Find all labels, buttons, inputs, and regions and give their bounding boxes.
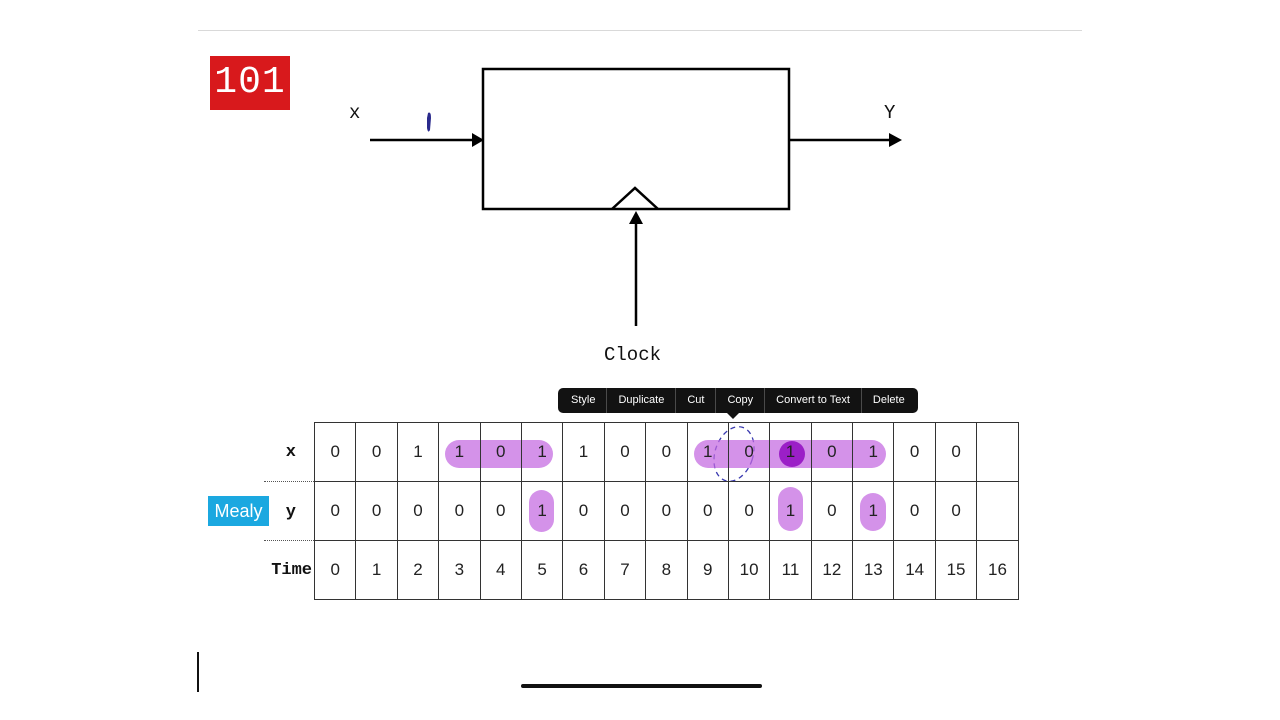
row-divider-dotted-2 [264,540,314,541]
x-cell: 1 [520,422,564,482]
time-cell: 16 [976,540,1019,600]
cut-menu-item[interactable]: Cut [675,388,715,413]
copy-menu-item[interactable]: Copy [715,388,764,413]
text-cursor [197,652,199,692]
y-cell: 0 [934,481,978,541]
input-arrow-head [472,133,484,147]
row-divider-dotted-1 [264,481,314,482]
time-cell: 9 [686,540,729,600]
time-cell: 8 [645,540,688,600]
table-row-y: 0 0 0 0 0 1 0 0 0 0 0 1 0 1 0 0 [313,481,1019,541]
x-cell: 1 [852,422,895,482]
row-label-time: Time [271,561,312,580]
style-menu-item[interactable]: Style [571,394,596,406]
y-cell: 0 [562,481,605,541]
time-cell: 4 [479,540,522,600]
x-cell: 0 [727,422,771,482]
input-x-label: x [349,102,361,124]
y-cell: 0 [645,481,688,541]
y-cell: 0 [686,481,729,541]
home-indicator[interactable] [521,684,762,688]
x-cell: 0 [645,422,688,482]
time-cell: 10 [727,540,771,600]
y-cell: 0 [438,481,481,541]
y-cell: 0 [396,481,440,541]
x-cell: 0 [934,422,978,482]
y-cell: 0 [313,481,357,541]
duplicate-menu-item[interactable]: Duplicate [606,388,675,413]
mealy-tag: Mealy [208,496,269,526]
pen-mark-one [427,112,431,132]
clock-triangle [611,186,659,210]
y-cell: 0 [727,481,771,541]
time-cell: 11 [769,540,812,600]
table-row-x: 0 0 1 1 0 1 1 0 0 1 0 1 0 1 0 0 [313,422,1019,482]
row-label-y: y [285,503,296,522]
x-cell: 0 [355,422,398,482]
y-cell: 0 [355,481,398,541]
clock-label: Clock [604,344,662,366]
row-label-x: x [285,443,296,462]
time-cell: 14 [893,540,936,600]
convert-to-text-menu-item[interactable]: Convert to Text [764,388,861,413]
y-cell: 1 [852,481,895,541]
menu-caret [727,413,739,419]
selection-context-menu: Style Duplicate Cut Copy Convert to Text… [558,388,918,419]
page-top-rule [198,30,1082,31]
time-cell: 0 [313,540,357,600]
time-cell: 15 [934,540,978,600]
y-cell: 0 [810,481,854,541]
x-cell: 0 [893,422,936,482]
y-cell [976,481,1019,541]
table-row-time: 0 1 2 3 4 5 6 7 8 9 10 11 12 13 14 15 16 [313,540,1019,600]
y-cell: 1 [769,481,812,541]
y-cell: 0 [603,481,647,541]
x-cell: 0 [479,422,522,482]
time-cell: 5 [520,540,564,600]
x-cell: 0 [810,422,854,482]
x-cell: 1 [769,422,812,482]
time-cell: 7 [603,540,647,600]
x-cell: 1 [562,422,605,482]
x-cell: 0 [313,422,357,482]
y-cell: 1 [520,481,564,541]
output-y-label: Y [884,102,896,124]
sequence-badge: 101 [210,56,290,110]
x-cell: 1 [438,422,481,482]
time-cell: 2 [396,540,440,600]
delete-menu-item[interactable]: Delete [860,388,916,413]
x-cell [976,422,1019,482]
time-cell: 12 [810,540,854,600]
x-cell: 1 [396,422,440,482]
time-cell: 13 [852,540,895,600]
y-cell: 0 [893,481,936,541]
time-cell: 6 [562,540,605,600]
y-cell: 0 [479,481,522,541]
x-cell: 0 [603,422,647,482]
x-cell: 1 [686,422,729,482]
output-arrow-head [889,133,902,147]
time-cell: 3 [438,540,481,600]
time-cell: 1 [355,540,398,600]
sequence-table: 0 0 1 1 0 1 1 0 0 1 0 1 0 1 0 0 0 0 0 0 … [313,422,1019,600]
clock-arrow-head [629,211,643,224]
